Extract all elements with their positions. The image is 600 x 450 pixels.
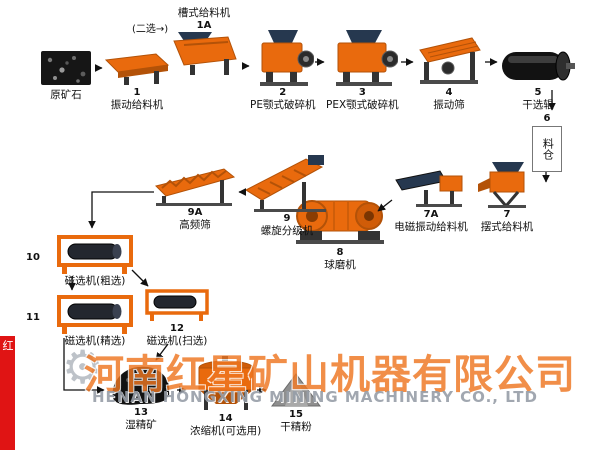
wet-concentrate-image [112,366,170,405]
trough-feeder-illustration [173,32,237,76]
node-number: 6 [543,113,551,124]
dry-roller-illustration [502,51,575,81]
node-pe-jaw-crusher: 2 PE颚式破碎机 [250,30,315,111]
vibrating-feeder-illustration [104,53,170,85]
node-label: 料仓 [541,138,555,160]
high-frequency-screen-illustration [155,168,236,206]
node-thickener: 14 浓缩机(可选用) [190,356,261,437]
node-pendulum-feeder: 7 摆式给料机 [474,162,540,233]
red-banner-text: 红 [1,340,14,351]
node-number: 3 [358,87,366,98]
node-number: 8 [336,247,344,258]
node-magnetic-separator-rough: 磁选机(粗选) [56,234,134,287]
raw-ore-image [41,51,91,85]
node-magnetic-separator-scavenge: 12 磁选机(扫选) [144,288,210,347]
magnetic-separator-fine-illustration [57,295,133,334]
node-number: 9A [187,207,203,218]
pex-jaw-crusher-illustration [336,30,399,86]
node-label: 振动给料机 [110,99,164,111]
node-number: 1A [196,20,212,32]
node-label: 槽式给料机 [177,7,231,19]
watermark-english: HENAN HONGXING MINING MACHINERY CO., LTD [92,388,538,406]
node-label: 振动筛 [433,99,465,111]
node-trough-feeder: 槽式给料机 1A [170,6,238,77]
electromagnetic-feeder-illustration [395,170,463,207]
node-label: 干精粉 [280,421,312,433]
two-choice-note: (二选→) [132,24,169,35]
node-number: 15 [289,409,303,420]
node-label: 原矿石 [50,89,82,101]
node-label: 高频筛 [179,219,211,231]
node-pex-jaw-crusher: 3 PEX颚式破碎机 [326,30,399,111]
node-label: 电磁振动给料机 [394,221,468,233]
red-banner: 红 [0,336,15,450]
node-number: 14 [218,413,233,424]
node-label: 湿精矿 [125,419,157,431]
node-number: 7 [503,209,511,220]
magnetic-separator-scavenge-illustration [145,289,209,321]
pendulum-feeder-illustration [478,162,526,208]
node-label: 浓缩机(可选用) [190,425,262,437]
node-label: 摆式给料机 [480,221,534,233]
node-label: PEX颚式破碎机 [326,99,399,111]
spiral-classifier-illustration [244,155,326,212]
node-dry-concentrate-powder: 15 干精粉 [270,372,322,433]
node-label: PE颚式破碎机 [250,99,316,111]
node-number: 5 [534,87,542,98]
node-dry-separator-roller: 5 干选辊 [500,44,576,111]
storage-bin-box: 料仓 [532,126,562,172]
dry-powder-pile-image [271,373,321,407]
node-number: 4 [445,87,453,98]
node-label: 球磨机 [324,259,356,271]
node-high-frequency-screen: 9A 高频筛 [154,166,236,231]
node-vibrating-feeder: 1 振动给料机 [104,52,170,111]
node-label: 螺旋分级机 [260,225,314,237]
node-vibrating-screen: 4 振动筛 [416,34,482,111]
node-number-magnetic-fine: 11 [26,312,40,323]
node-label: 磁选机(粗选) [64,275,126,287]
node-spiral-classifier: 9 螺旋分级机 [244,154,330,237]
node-label: 干选辊 [522,99,554,111]
node-raw-ore: 原矿石 [40,48,92,101]
thickener-illustration [198,356,254,410]
node-number: 13 [134,407,148,418]
node-wet-concentrate: 13 湿精矿 [108,362,174,431]
node-number-magnetic-rough: 10 [26,252,40,263]
node-number: 7A [423,209,439,220]
node-number: 2 [279,87,287,98]
node-number: 1 [133,87,141,98]
node-number: 9 [283,213,291,224]
vibrating-screen-illustration [419,37,481,84]
magnetic-separator-rough-illustration [57,235,133,274]
node-number: 12 [170,323,184,334]
node-storage-bin: 6 料仓 [532,112,562,172]
node-electromagnetic-vibrating-feeder: 7A 电磁振动给料机 [394,168,468,233]
pe-jaw-crusher-illustration [259,30,314,86]
